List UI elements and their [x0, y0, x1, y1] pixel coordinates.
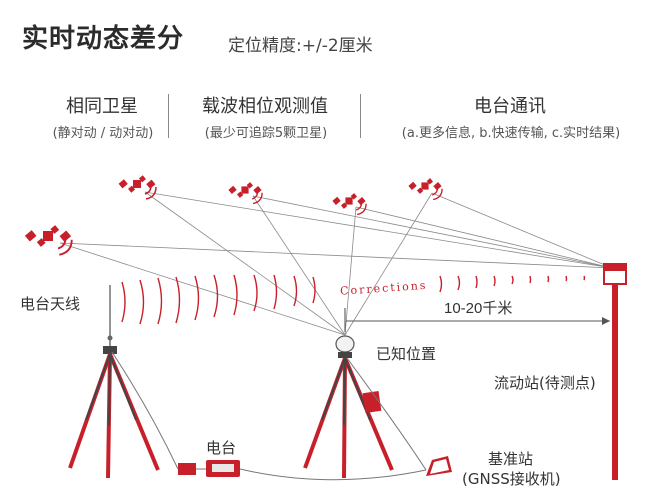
- col-carrier-phase-subtitle: (最少可追踪5颗卫星): [204, 126, 328, 141]
- col-same-satellites-subtitle: (静对动 / 动对动): [52, 126, 154, 141]
- column-separator: [168, 94, 169, 138]
- known-position-label: 已知位置: [376, 345, 437, 363]
- col-radio-subtitle: (a.更多信息, b.快速传输, c.实时结果): [401, 126, 621, 141]
- column-separator: [360, 94, 361, 138]
- signal-lines: [59, 191, 613, 336]
- satellite-icon: [24, 224, 73, 256]
- accuracy-subtitle: 定位精度:+/-2厘米: [228, 36, 373, 56]
- satellite-icon: [331, 192, 367, 216]
- base-receiver-label: (GNSS接收机): [462, 470, 561, 488]
- rover-label: 流动站(待测点): [494, 374, 596, 392]
- base-tripod: [303, 308, 394, 479]
- radio-label: 电台: [206, 439, 237, 457]
- base-receiver-unit: [426, 456, 452, 476]
- base-station-label: 基准站: [488, 450, 534, 468]
- page-title: 实时动态差分: [22, 24, 185, 54]
- cables: [111, 351, 427, 481]
- satellite-icon: [227, 181, 263, 205]
- rover-pole: [603, 263, 627, 480]
- radio-unit: [178, 460, 240, 477]
- satellite-icon: [407, 177, 443, 201]
- distance-label: 10-20千米: [444, 300, 512, 317]
- radio-waves: [121, 274, 586, 325]
- col-radio-title: 电台通讯: [474, 96, 546, 117]
- col-same-satellites-title: 相同卫星: [66, 96, 138, 117]
- radio-antenna-label: 电台天线: [20, 295, 81, 313]
- corrections-label: Corrections: [340, 279, 428, 298]
- antenna-tripod: [68, 285, 160, 479]
- distance-arrow: [346, 317, 610, 325]
- col-carrier-phase-title: 载波相位观测值: [202, 96, 328, 117]
